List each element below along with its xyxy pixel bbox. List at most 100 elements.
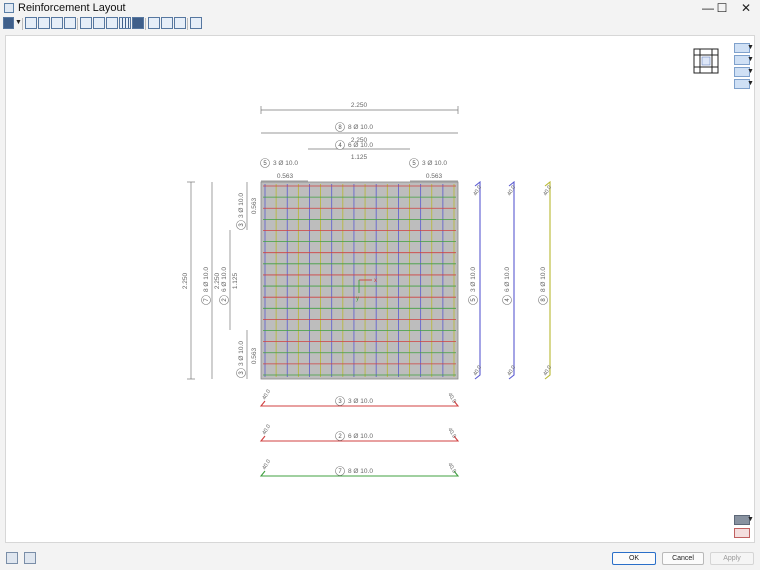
toolbar-separator <box>22 18 23 30</box>
chevron-down-icon[interactable]: ▼ <box>747 44 754 51</box>
bent-bar-shape <box>508 180 515 380</box>
bar-label-shape: 6 Ø 10.0 <box>348 433 373 440</box>
toolbar-separator <box>145 18 146 30</box>
dim-left-center: 1.125 <box>232 272 239 289</box>
bar-mark-circle <box>502 295 512 305</box>
bar-mark-8-top: 8 <box>338 125 342 131</box>
hook-length-label: 40.0 <box>507 185 518 197</box>
y-axis-label: y <box>356 296 359 302</box>
dim-top-edge-right: 0.563 <box>426 173 443 180</box>
bar-mark-circle <box>335 466 345 476</box>
view-option-button-1[interactable] <box>734 43 750 53</box>
cancel-button[interactable]: Cancel <box>662 552 704 565</box>
bar-mark-2-left: 2 <box>222 298 228 302</box>
dim-left-mid: 2.250 <box>214 272 221 289</box>
dimension-down-icon[interactable] <box>161 17 173 29</box>
grid-icon[interactable] <box>119 17 131 29</box>
view-layout-icon-3[interactable] <box>51 17 63 29</box>
bending-shapes-vertical: 53 Ø 10.040.040.046 Ø 10.040.040.088 Ø 1… <box>468 180 554 380</box>
hook-length-label: 40.0 <box>473 365 484 377</box>
hook-length-label: 40.0 <box>543 185 554 197</box>
bar-mark-7-left: 7 <box>204 298 210 302</box>
bent-bar-shape <box>544 180 551 380</box>
bar-mark-5-left: 5 <box>263 161 267 167</box>
bent-bar-shape <box>474 180 481 380</box>
fill-icon[interactable] <box>132 17 144 29</box>
view-option-button-3[interactable] <box>734 67 750 77</box>
frame-icon[interactable] <box>80 17 92 29</box>
frame-bottom-icon[interactable] <box>93 17 105 29</box>
bar-mark-circle <box>219 295 229 305</box>
bar-mark-circle <box>201 295 211 305</box>
view-layout-icon-1[interactable] <box>25 17 37 29</box>
maximize-button[interactable]: ☐ <box>716 1 728 15</box>
app-icon <box>4 3 14 13</box>
section-icon[interactable] <box>190 17 202 29</box>
title-bar: Reinforcement Layout — ☐ ✕ <box>0 0 760 16</box>
dim-top-overall: 2.250 <box>351 102 368 109</box>
frame-center-icon[interactable] <box>106 17 118 29</box>
hook-length-label: 40.0 <box>446 462 457 474</box>
view-option-button-4[interactable] <box>734 79 750 89</box>
bar-mark-4-top: 4 <box>338 143 342 149</box>
link-icon[interactable] <box>174 17 186 29</box>
bar-label-4-top: 6 Ø 10.0 <box>348 142 373 149</box>
drawing-canvas[interactable]: 2.250 8 8 Ø 10.0 2.250 4 6 Ø 10.0 1.125 … <box>5 35 755 543</box>
left-dimensions <box>187 181 248 380</box>
bar-mark-3-shape: 3 <box>338 399 342 405</box>
bent-bar-shape <box>259 400 460 407</box>
bar-label-3-top: 3 Ø 10.0 <box>238 193 245 218</box>
slab-outline <box>260 181 459 380</box>
dim-left-overall: 2.250 <box>182 272 189 289</box>
bar-mark-4-shape: 4 <box>505 298 511 302</box>
toolbar: ▼ <box>0 16 760 32</box>
bar-mark-circle <box>409 158 419 168</box>
bar-label-shape: 8 Ø 10.0 <box>540 267 547 292</box>
view-layout-icon-4[interactable] <box>64 17 76 29</box>
dim-top-mid: 2.250 <box>351 137 368 144</box>
hook-length-label: 40.0 <box>507 365 518 377</box>
delete-icon[interactable] <box>734 528 750 538</box>
bar-mark-circle <box>335 396 345 406</box>
chevron-down-icon[interactable]: ▼ <box>747 516 754 523</box>
hook-length-label: 40.0 <box>446 427 457 439</box>
hook-length-label: 40.0 <box>262 389 273 401</box>
top-dimensions <box>260 106 459 182</box>
bar-mark-5-shape: 5 <box>471 298 477 302</box>
bent-bar-shape <box>259 435 460 442</box>
bar-label-8-top: 8 Ø 10.0 <box>348 124 373 131</box>
view-option-button-2[interactable] <box>734 55 750 65</box>
bar-mark-circle <box>335 122 345 132</box>
bar-mark-circle <box>236 368 246 378</box>
print-icon[interactable] <box>3 17 14 29</box>
close-button[interactable]: ✕ <box>740 1 752 15</box>
chevron-down-icon[interactable]: ▼ <box>747 56 754 63</box>
toolbar-separator <box>77 18 78 30</box>
ok-button[interactable]: OK <box>612 552 656 565</box>
chevron-down-icon[interactable]: ▼ <box>747 68 754 75</box>
bar-mark-circle <box>335 140 345 150</box>
bar-label-shape: 6 Ø 10.0 <box>504 267 511 292</box>
minimize-button[interactable]: — <box>702 1 714 15</box>
bar-label-5-right: 3 Ø 10.0 <box>422 160 447 167</box>
section-view-icon[interactable] <box>693 48 719 74</box>
zoom-icon[interactable] <box>6 552 18 564</box>
dim-top-edge-left: 0.563 <box>277 173 294 180</box>
apply-button[interactable]: Apply <box>710 552 754 565</box>
function-icon[interactable] <box>24 552 36 564</box>
print-icon[interactable] <box>734 515 750 525</box>
bar-label-7-left: 8 Ø 10.0 <box>203 267 210 292</box>
view-layout-icon-2[interactable] <box>38 17 50 29</box>
bar-label-shape: 3 Ø 10.0 <box>348 398 373 405</box>
bar-mark-circle <box>335 431 345 441</box>
print-dropdown-icon[interactable]: ▼ <box>15 19 22 26</box>
dim-left-edge-bottom: 0.563 <box>251 347 258 364</box>
bar-mark-circle <box>236 220 246 230</box>
dialog-footer: OK Cancel Apply <box>0 546 760 570</box>
bar-mark-5-right: 5 <box>412 161 416 167</box>
chevron-down-icon[interactable]: ▼ <box>747 80 754 87</box>
bar-label-2-left: 6 Ø 10.0 <box>221 267 228 292</box>
dimension-icon[interactable] <box>148 17 160 29</box>
bar-label-5-left: 3 Ø 10.0 <box>273 160 298 167</box>
